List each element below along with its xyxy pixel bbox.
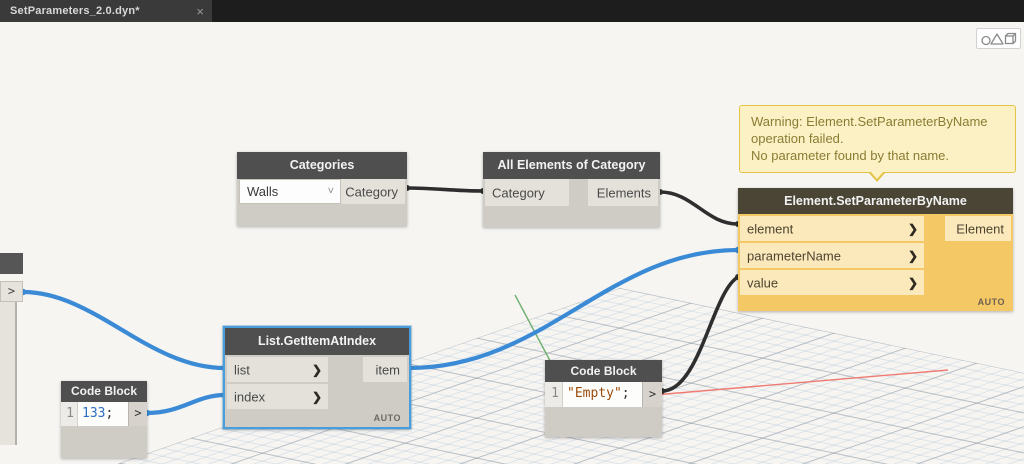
default-value-chevron-icon[interactable]: ❯ <box>907 275 918 290</box>
warning-message-line1: Warning: Element.SetParameterByName oper… <box>751 114 988 147</box>
node-element-setparameterbyname[interactable]: Element.SetParameterByName element ❯ par… <box>738 188 1013 311</box>
output-port-element[interactable]: Element <box>945 216 1011 241</box>
node-title[interactable]: Element.SetParameterByName <box>738 188 1013 214</box>
input-port-value[interactable]: value ❯ <box>740 270 924 295</box>
default-value-chevron-icon[interactable]: ❯ <box>907 221 918 236</box>
input-port-category[interactable]: Category <box>485 179 569 206</box>
workspace-tab-title: SetParameters_2.0.dyn* <box>10 5 140 17</box>
input-port-list[interactable]: list ❯ <box>227 357 328 382</box>
wire-elements-to-element[interactable] <box>658 190 740 226</box>
geometry-preview-icon <box>980 32 1016 46</box>
wire-codeblock-to-index[interactable] <box>144 392 228 416</box>
node-list-getitematindex[interactable]: List.GetItemAtIndex list ❯ index ❯ item … <box>223 326 411 429</box>
output-port-elements[interactable]: Elements <box>588 179 658 206</box>
warning-message-line2: No parameter found by that name. <box>751 148 950 164</box>
node-title[interactable]: All Elements of Category <box>483 152 660 179</box>
node-code-block-index[interactable]: Code Block 1 133; > <box>61 381 147 458</box>
node-code-block-empty[interactable]: Code Block 1 "Empty"; > <box>545 360 662 437</box>
title-bar: SetParameters_2.0.dyn* × <box>0 0 1024 22</box>
partial-node-output-port[interactable]: > <box>0 281 23 302</box>
default-value-chevron-icon[interactable]: ❯ <box>907 248 918 263</box>
node-title[interactable]: Code Block <box>545 360 662 382</box>
output-port-category[interactable]: Category <box>341 179 405 204</box>
wire-category-to-allelements[interactable] <box>405 186 485 193</box>
code-editor[interactable]: "Empty"; <box>563 382 642 407</box>
node-title[interactable]: Code Block <box>61 381 147 402</box>
partial-node-header[interactable] <box>0 253 23 274</box>
output-port[interactable]: > <box>642 382 662 407</box>
default-value-chevron-icon[interactable]: ❯ <box>311 389 322 404</box>
code-line-number: 1 <box>61 402 78 426</box>
node-title[interactable]: List.GetItemAtIndex <box>225 328 409 355</box>
wire-item-to-parametername[interactable] <box>406 247 741 371</box>
node-all-elements-of-category[interactable]: All Elements of Category Category Elemen… <box>483 152 660 227</box>
input-port-parametername[interactable]: parameterName ❯ <box>740 243 924 268</box>
chevron-down-icon: ˅ <box>327 185 334 197</box>
close-icon[interactable]: × <box>196 3 204 19</box>
default-value-chevron-icon[interactable]: ❯ <box>311 362 322 377</box>
warning-tooltip: Warning: Element.SetParameterByName oper… <box>739 105 1016 183</box>
wire-left-to-list[interactable] <box>20 289 228 371</box>
node-categories[interactable]: Categories Walls ˅ Category <box>237 152 407 226</box>
lacing-badge[interactable]: AUTO <box>373 413 401 423</box>
categories-dropdown-value: Walls <box>247 184 279 199</box>
categories-dropdown[interactable]: Walls ˅ <box>239 179 341 204</box>
code-editor[interactable]: 133; <box>78 402 128 426</box>
output-port[interactable]: > <box>128 402 147 426</box>
input-port-element[interactable]: element ❯ <box>740 216 924 241</box>
geometry-preview-button[interactable] <box>976 28 1021 49</box>
partial-node-body[interactable] <box>0 302 17 445</box>
wire-codeblock-to-value[interactable] <box>660 275 740 393</box>
code-line-number: 1 <box>545 382 563 407</box>
workspace-tab[interactable]: SetParameters_2.0.dyn* × <box>0 0 212 22</box>
input-port-index[interactable]: index ❯ <box>227 384 328 409</box>
lacing-badge[interactable]: AUTO <box>977 297 1005 307</box>
output-port-item[interactable]: item <box>363 357 407 382</box>
node-title[interactable]: Categories <box>237 152 407 179</box>
